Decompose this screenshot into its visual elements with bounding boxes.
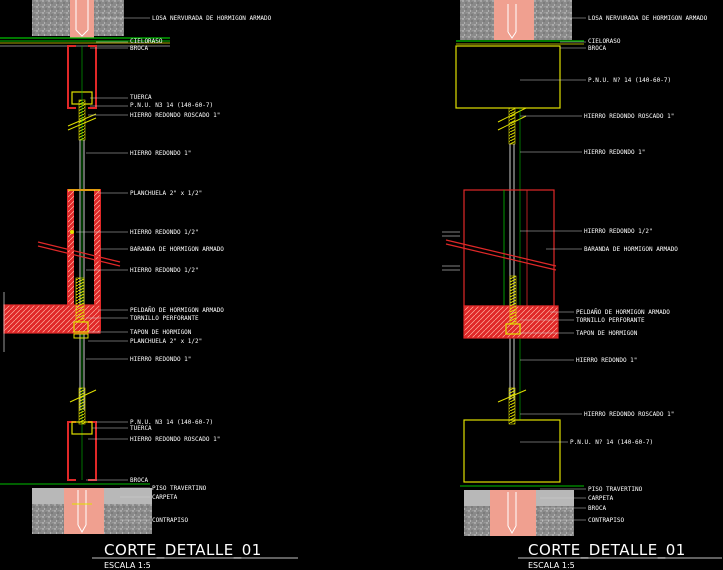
left-label-rod-half-1: HIERRO REDONDO 1/2" — [130, 229, 199, 236]
right-label-rod-threaded-top: HIERRO REDONDO ROSCADO 1" — [584, 113, 674, 120]
right-pnu-top — [455, 45, 561, 109]
left-label-cieloraso: CIELORASO — [130, 38, 163, 45]
right-label-rod-threaded-bottom: HIERRO REDONDO ROSCADO 1" — [584, 411, 674, 418]
left-peldano — [3, 304, 101, 334]
left-label-peldano: PELDAÑO DE HORMIGON ARMADO — [130, 307, 224, 314]
left-label-tuerca-top: TUERCA — [130, 94, 152, 101]
left-top-insert — [70, 0, 94, 38]
left-label-tapon: TAPON DE HORMIGON — [130, 329, 192, 336]
right-top-insert — [494, 0, 534, 40]
left-label-carpeta: CARPETA — [152, 494, 178, 501]
right-title: CORTE_DETALLE_01 — [528, 541, 686, 560]
left-label-baranda: BARANDA DE HORMIGON ARMADO — [130, 246, 224, 253]
right-label-pnu-top: P.N.U. N? 14 (140-60-7) — [588, 77, 671, 84]
right-label-cieloraso: CIELORASO — [588, 38, 621, 45]
right-label-tapon: TAPON DE HORMIGON — [576, 330, 638, 337]
right-label-carpeta: CARPETA — [588, 495, 614, 502]
left-label-rod-1: HIERRO REDONDO 1" — [130, 150, 191, 157]
left-label-pnu-top: P.N.U. N3 14 (140-60-7) — [130, 102, 213, 109]
left-label-broca-bottom: BROCA — [130, 477, 148, 484]
right-label-tornillo: TORNILLO PERFORANTE — [576, 317, 645, 324]
left-label-rod-half-2: HIERRO REDONDO 1/2" — [130, 267, 199, 274]
left-detail: LOSA NERVURADA DE HORMIGON ARMADO CIELOR… — [0, 0, 298, 570]
right-label-piso: PISO TRAVERTINO — [588, 486, 643, 493]
right-label-pnu-bottom: P.N.U. N? 14 (140-60-7) — [570, 439, 653, 446]
left-label-broca-top: BROCA — [130, 45, 148, 52]
right-label-contrapiso: CONTRAPISO — [588, 517, 625, 524]
left-label-rod-threaded-top: HIERRO REDONDO ROSCADO 1" — [130, 112, 220, 119]
left-label-planchuela-top: PLANCHUELA 2" x 1/2" — [130, 190, 202, 197]
left-label-tuerca-bottom: TUERCA — [130, 425, 152, 432]
right-label-broca-top: BROCA — [588, 45, 606, 52]
right-label-rod-half: HIERRO REDONDO 1/2" — [584, 228, 653, 235]
right-label-rod-1: HIERRO REDONDO 1" — [584, 149, 645, 156]
right-label-losa: LOSA NERVURADA DE HORMIGON ARMADO — [588, 15, 708, 22]
left-label-piso: PISO TRAVERTINO — [152, 485, 207, 492]
right-label-broca-bottom: BROCA — [588, 505, 606, 512]
left-label-losa: LOSA NERVURADA DE HORMIGON ARMADO — [152, 15, 272, 22]
right-label-baranda: BARANDA DE HORMIGON ARMADO — [584, 246, 678, 253]
left-label-pnu-bottom: P.N.U. N3 14 (140-60-7) — [130, 419, 213, 426]
left-label-rod-threaded-bottom: HIERRO REDONDO ROSCADO 1" — [130, 436, 220, 443]
left-title: CORTE_DETALLE_01 — [104, 541, 262, 560]
left-scale: ESCALA 1:5 — [104, 561, 151, 570]
right-label-rod-1-bottom: HIERRO REDONDO 1" — [576, 357, 637, 364]
right-scale: ESCALA 1:5 — [528, 561, 575, 570]
right-detail: LOSA NERVURADA DE HORMIGON ARMADO CIELOR… — [442, 0, 722, 570]
left-label-tornillo: TORNILLO PERFORANTE — [130, 315, 199, 322]
left-label-planchuela-bottom: PLANCHUELA 2" x 1/2" — [130, 338, 202, 345]
left-label-rod-1-bottom: HIERRO REDONDO 1" — [130, 356, 191, 363]
right-pnu-bottom — [463, 419, 561, 483]
right-label-peldano: PELDAÑO DE HORMIGON ARMADO — [576, 309, 670, 316]
left-label-contrapiso: CONTRAPISO — [152, 517, 189, 524]
